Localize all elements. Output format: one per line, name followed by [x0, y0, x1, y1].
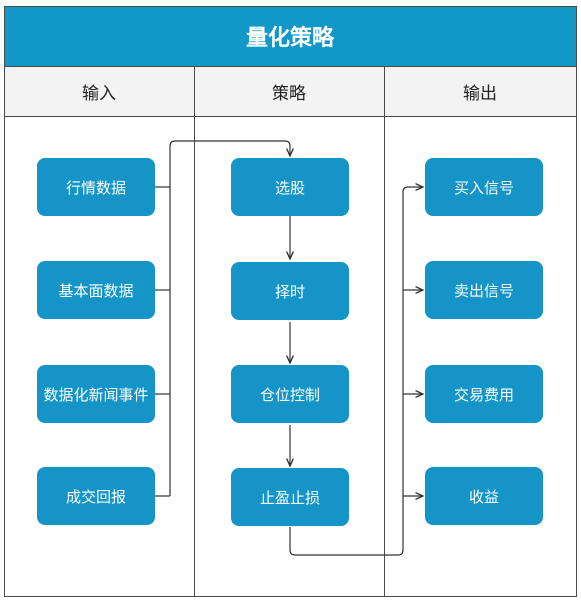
node-timing: 择时: [231, 262, 349, 320]
node-trade-feedback: 成交回报: [37, 467, 155, 525]
output-bus-arrow: [289, 187, 423, 556]
node-market-data: 行情数据: [37, 158, 155, 216]
node-sell-signal: 卖出信号: [425, 261, 543, 319]
node-news-events: 数据化新闻事件: [37, 365, 155, 423]
node-fundamental-data: 基本面数据: [37, 261, 155, 319]
column-header-output: 输出: [384, 66, 576, 116]
node-stock-selection: 选股: [231, 158, 349, 216]
node-return: 收益: [425, 467, 543, 525]
column-header-input: 输入: [4, 66, 194, 116]
node-position-control: 仓位控制: [231, 365, 349, 423]
diagram-title: 量化策略: [4, 6, 576, 66]
node-buy-signal: 买入信号: [425, 158, 543, 216]
node-trading-fee: 交易费用: [425, 365, 543, 423]
node-stop-profit-loss: 止盈止损: [231, 468, 349, 526]
input-bus-arrow: [169, 140, 290, 496]
column-header-strategy: 策略: [194, 66, 384, 116]
table-border: [4, 6, 577, 597]
